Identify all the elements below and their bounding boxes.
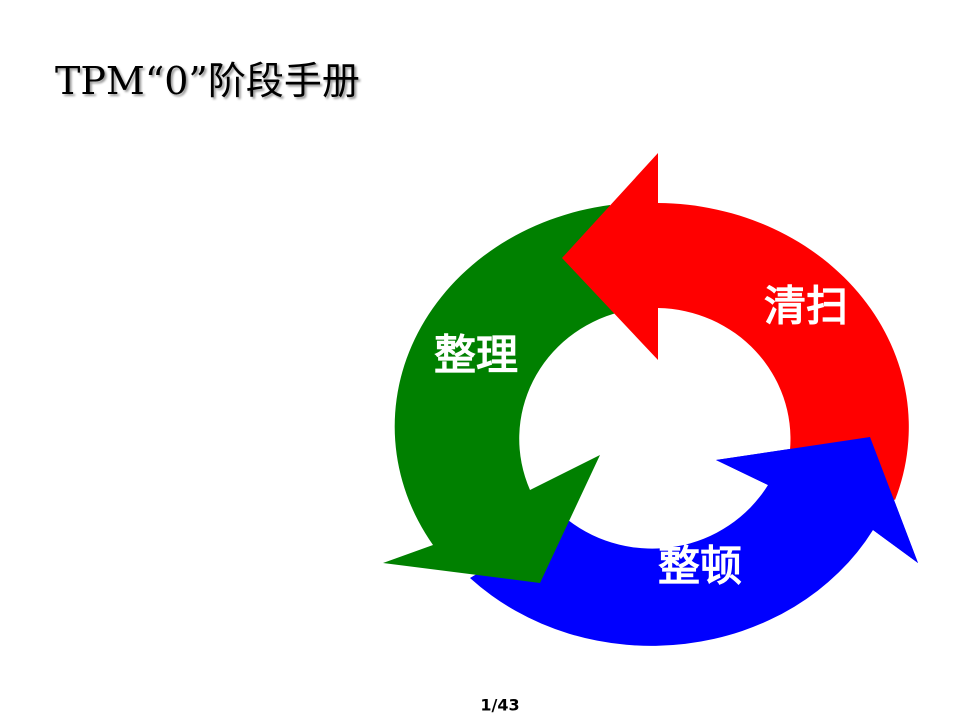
label-qingsao: 清扫 xyxy=(763,281,849,331)
slide-title: TPM“0”阶段手册 xyxy=(55,59,360,103)
label-zhengli: 整理 xyxy=(433,330,519,380)
page-number: 1/43 xyxy=(480,695,520,715)
arrow-zhengdun-head xyxy=(716,437,918,563)
arrow-zhengli xyxy=(383,205,620,583)
arrow-qingsao xyxy=(562,153,909,500)
label-zhengdun: 整顿 xyxy=(657,541,743,591)
